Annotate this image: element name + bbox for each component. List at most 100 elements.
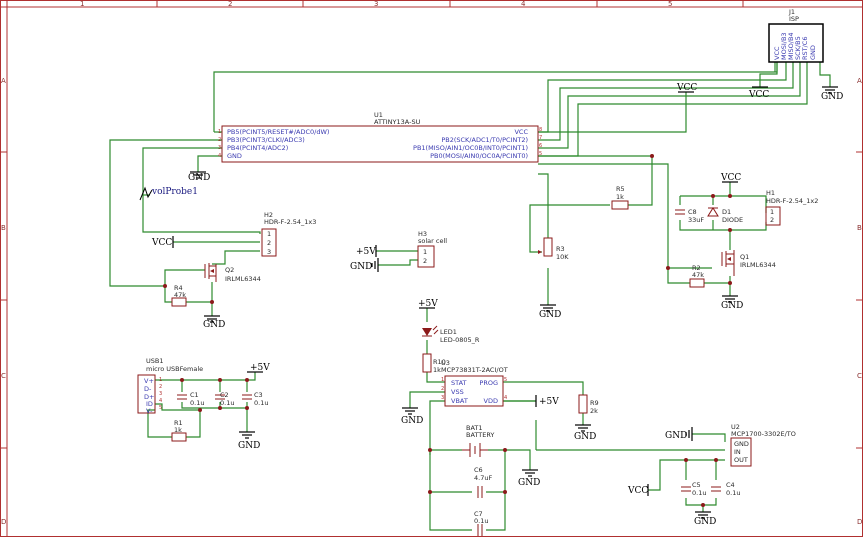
c5-capacitor: C5 0.1u — [681, 481, 706, 497]
h1-value: HDR-F-2.54_1x2 — [766, 197, 818, 205]
d1-diode: D1 DIODE — [707, 207, 743, 224]
r4-resistor: R4 47k — [171, 284, 187, 307]
c7-value: 0.1u — [474, 517, 488, 525]
c4-capacitor: C4 0.1u — [711, 481, 740, 497]
frame-row-d: D — [1, 518, 6, 526]
led1-value: LED-0805_R — [440, 336, 480, 344]
r10-resistor: R10 1k — [422, 353, 446, 374]
j1-pin-miso: MISO/B4 — [787, 32, 795, 60]
u1-num-4: 4 — [218, 153, 221, 159]
d1-value: DIODE — [722, 216, 743, 224]
u3-num-2: 2 — [441, 386, 444, 392]
h3-pin-1: 1 — [423, 248, 427, 256]
u1-num-6: 6 — [539, 143, 542, 149]
u3-pin-vbat: VBAT — [451, 397, 468, 405]
u1-value: ATTINY13A-SU — [374, 118, 421, 126]
gnd-label-h3: GND — [350, 262, 372, 272]
h2-pin-1: 1 — [267, 230, 271, 238]
u1-pin-vcc: VCC — [514, 128, 528, 136]
h1-pin-2: 2 — [770, 216, 774, 224]
c1-capacitor: C1 0.1u — [177, 391, 204, 407]
h3-ref: H3 — [418, 230, 427, 238]
c3-capacitor: C3 0.1u — [242, 391, 268, 407]
r5-resistor: R5 1k — [611, 185, 629, 210]
frame-row-a: A — [1, 77, 6, 85]
c5-value: 0.1u — [692, 489, 706, 497]
led1-ref: LED1 — [440, 328, 457, 336]
frame-col-4: 4 — [521, 0, 526, 8]
u1-pin-pb0: PB0(MOSI/AIN0/OC0A/PCINT0) — [430, 152, 528, 160]
u3-num-5: 5 — [504, 377, 507, 383]
usb1-connector: USB1 micro USBFemale V+ D- D+ ID V- 1 2 … — [137, 357, 203, 415]
r2-value: 47k — [692, 271, 704, 279]
u3-num-4: 4 — [504, 395, 507, 401]
gnd-label-u1: GND — [188, 173, 210, 183]
frame-row-a-right: A — [857, 77, 862, 85]
usb1-num-2: 2 — [159, 384, 162, 390]
r3-potentiometer: R3 10K — [538, 237, 569, 261]
u1-pin-pb1: PB1(MISO/AIN1/OC0B/INT0/PCINT1) — [413, 144, 528, 152]
usb1-num-1: 1 — [159, 377, 162, 383]
r5-value: 1k — [616, 193, 624, 201]
c1-ref: C1 — [190, 391, 199, 399]
r3-value: 10K — [556, 253, 569, 261]
r2-ref: R2 — [692, 264, 701, 272]
c2-ref: C2 — [220, 391, 229, 399]
gnd-u3: GND — [401, 407, 423, 426]
r9-ref: R9 — [590, 399, 599, 407]
frame-row-c: C — [1, 372, 6, 380]
h3-value: solar cell — [418, 237, 447, 245]
bat1-battery: BAT1 BATTERY — [462, 424, 494, 457]
gnd-label-q1: GND — [721, 301, 743, 311]
r1-resistor: R1 1k — [171, 419, 187, 442]
usb1-pin-vplus: V+ — [144, 377, 154, 385]
power-symbols: VCC VCC VCC VCC VCC +5V +5V +5V +5V GND — [151, 83, 843, 527]
u1-pin-pb2: PB2(SCK/ADC1/T0/PCINT2) — [441, 136, 528, 144]
u1-num-7: 7 — [539, 135, 542, 141]
frame-row-b: B — [1, 224, 6, 232]
c4-ref: C4 — [726, 481, 735, 489]
usb1-num-5: 5 — [159, 405, 162, 411]
h2-value: HDR-F-2.54_1x3 — [264, 218, 316, 226]
plus5v-label-usb: +5V — [250, 363, 270, 373]
gnd-label-r4: GND — [203, 320, 225, 330]
c3-value: 0.1u — [254, 399, 268, 407]
c4-value: 0.1u — [726, 489, 740, 497]
q2-mosfet: Q2 IRLML6344 — [204, 263, 261, 283]
u1-pin-pb5: PB5(PCINT5/RESET#/ADC0/dW) — [227, 128, 329, 136]
c1-value: 0.1u — [190, 399, 204, 407]
frame-row-d-right: D — [857, 518, 862, 526]
u2-pin-out: OUT — [734, 456, 748, 464]
frame-col-3: 3 — [374, 0, 378, 8]
frame-col-5: 5 — [668, 0, 672, 8]
u3-pin-vdd: VDD — [484, 397, 498, 405]
c6-capacitor: C6 4.7uF — [474, 466, 492, 498]
u3-pin-stat: STAT — [451, 379, 467, 387]
j1-pin-sck: SCK/B5 — [794, 36, 802, 60]
r4-value: 47k — [174, 291, 186, 299]
u2-regulator: U2 MCP1700-3302E/TO GND IN OUT — [730, 423, 796, 467]
gnd-label-r9: GND — [574, 432, 596, 442]
u3-pin-prog: PROG — [479, 379, 498, 387]
h1-pin-1: 1 — [770, 208, 774, 216]
c2-capacitor: C2 0.1u — [215, 391, 234, 407]
gnd-u1: GND — [188, 171, 210, 183]
plus5v-label-h3: +5V — [356, 247, 376, 257]
usb1-pin-dplus: D+ — [144, 393, 154, 401]
gnd-r9: GND — [574, 424, 596, 442]
d1-ref: D1 — [722, 208, 731, 216]
u3-value: MCP73831T-2ACI/OT — [441, 366, 508, 374]
volprobe1: volProbe1 — [139, 186, 198, 201]
h2-ref: H2 — [264, 211, 273, 219]
usb1-num-3: 3 — [159, 391, 162, 397]
h2-pin-3: 3 — [267, 248, 271, 256]
u2-pin-in: IN — [734, 448, 741, 456]
u1-num-3: 3 — [218, 145, 221, 151]
u3-ref: U3 — [441, 359, 450, 367]
j1-pin-rst: RST/C6 — [801, 37, 809, 60]
usb1-pin-vminus: V- — [146, 407, 153, 415]
u1-num-2: 2 — [218, 137, 221, 143]
bat1-ref: BAT1 — [466, 424, 483, 432]
junctions — [163, 154, 732, 507]
